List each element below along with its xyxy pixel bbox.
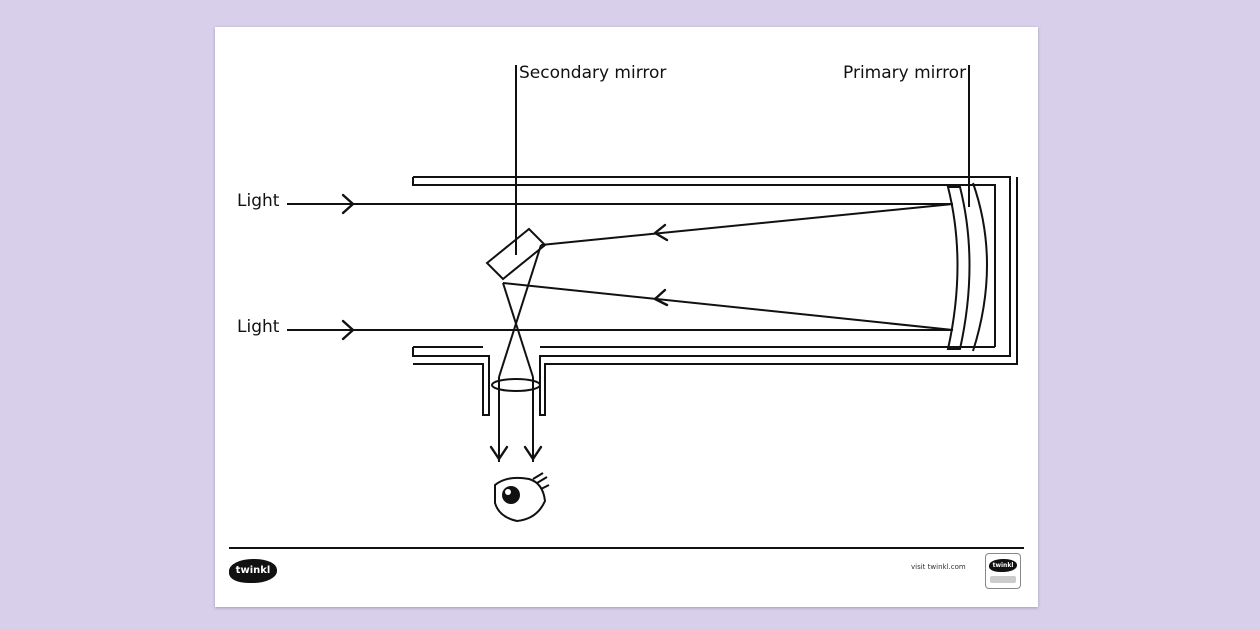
twinkl-badge-logo: twinkl <box>989 559 1017 572</box>
newtonian-telescope-diagram <box>287 65 1018 523</box>
reflected-ray-bottom <box>502 282 954 331</box>
worksheet: Light Light Secondary mirror Primary mir… <box>215 27 1038 607</box>
arrow-down-left <box>489 445 509 461</box>
converging-ray-a <box>498 244 542 378</box>
reflected-ray-top <box>540 203 954 246</box>
twinkl-logo: twinkl <box>229 559 277 583</box>
primary-mirror-label: Primary mirror <box>843 63 967 83</box>
arrow-bottom-right <box>341 319 355 341</box>
primary-mirror-back <box>972 182 988 352</box>
eye-lash <box>532 472 550 490</box>
eyepiece-lens <box>491 378 541 392</box>
footer-divider <box>229 547 1024 549</box>
converging-ray-b <box>502 282 534 378</box>
footer-url: visit twinkl.com <box>911 563 966 571</box>
tube-top-wall <box>413 176 1018 416</box>
tube-outer-frame <box>412 177 996 347</box>
secondary-mirror-label: Secondary mirror <box>519 63 667 83</box>
light-label-bottom: Light <box>237 317 280 337</box>
eye-outline <box>494 476 547 523</box>
badge-subbar <box>990 576 1016 583</box>
eye-pupil <box>502 486 520 504</box>
tube-bottom-left <box>412 347 490 416</box>
light-label-top: Light <box>237 191 280 211</box>
arrow-reflect-bottom <box>653 288 669 307</box>
arrow-top-right <box>341 193 355 215</box>
primary-mirror <box>946 186 971 350</box>
arrow-down-right <box>523 445 543 461</box>
twinkl-badge-icon: twinkl <box>985 553 1021 589</box>
arrow-reflect-top <box>653 223 669 242</box>
